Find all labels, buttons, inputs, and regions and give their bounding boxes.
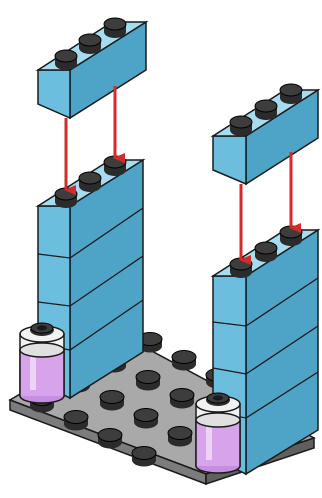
plate-stud	[172, 351, 196, 371]
plate-stud	[136, 371, 160, 391]
transparent-purple-brick-icon	[196, 393, 240, 473]
plate-stud	[98, 429, 122, 449]
floating-brick-left	[38, 18, 146, 118]
plate-stud	[134, 409, 158, 429]
floating-brick-right-front	[213, 136, 246, 184]
transparent-purple-brick-icon	[20, 323, 64, 403]
plate-stud	[170, 389, 194, 409]
plate-stud	[168, 427, 192, 447]
floating-brick-left-front	[38, 70, 70, 118]
plate-stud	[100, 391, 124, 411]
plate-stud	[132, 447, 156, 467]
floating-brick-right	[213, 84, 318, 184]
plate-stud	[64, 411, 88, 431]
